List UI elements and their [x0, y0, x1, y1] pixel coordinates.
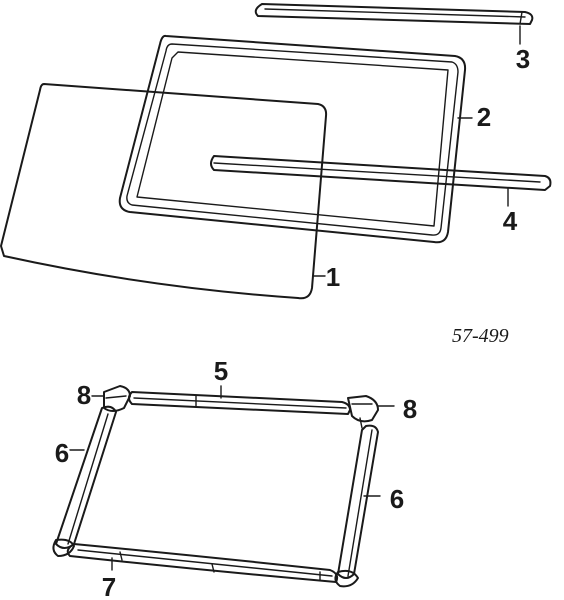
lower-corner-cap-right: [334, 569, 359, 588]
part-3-upper-molding: [254, 3, 534, 25]
part-2-weatherstrip-frame: [118, 34, 467, 244]
callout-8-right: 8: [403, 394, 417, 424]
callout-3: 3: [516, 44, 530, 74]
part-6-right-side-dam: [337, 424, 379, 579]
callout-6-left: 6: [55, 438, 69, 468]
part-6-left-side-dam: [55, 405, 117, 549]
part-1-windshield-glass: [0, 83, 328, 300]
part-4-side-molding: [210, 155, 552, 191]
part-8-corner-piece-left: [103, 385, 131, 412]
reference-code: 57-499: [452, 325, 509, 347]
callout-7: 7: [102, 572, 116, 600]
part-8-corner-piece-right: [347, 395, 379, 429]
callout-4: 4: [503, 206, 518, 236]
callout-1: 1: [326, 262, 340, 292]
lower-corner-cap-left: [52, 538, 75, 557]
callout-8-left: 8: [77, 380, 91, 410]
callout-2: 2: [477, 102, 491, 132]
part-5-upper-dam: [128, 391, 351, 415]
callout-5: 5: [214, 356, 228, 386]
callout-6-right: 6: [390, 484, 404, 514]
